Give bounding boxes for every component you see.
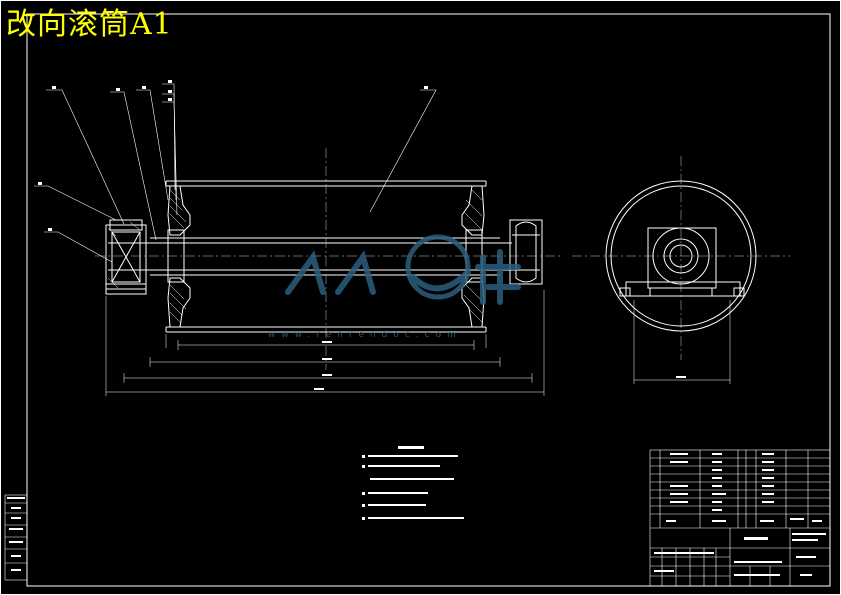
section-hatching [107, 189, 483, 323]
balloon-labels [38, 80, 428, 231]
drawing-title: 改向滚筒A1 [6, 7, 173, 42]
watermark-url: www.renrendoc.com [268, 330, 462, 340]
side-view [605, 180, 757, 332]
watermark-logo [285, 234, 521, 305]
technical-notes [362, 446, 464, 520]
revision-strip-text [7, 497, 25, 571]
title-block-text [654, 453, 826, 576]
leader-lines [34, 83, 437, 263]
title-block [649, 449, 831, 587]
revision-strip [4, 494, 28, 581]
dimension-lines [105, 290, 731, 396]
dimension-values [314, 341, 686, 390]
